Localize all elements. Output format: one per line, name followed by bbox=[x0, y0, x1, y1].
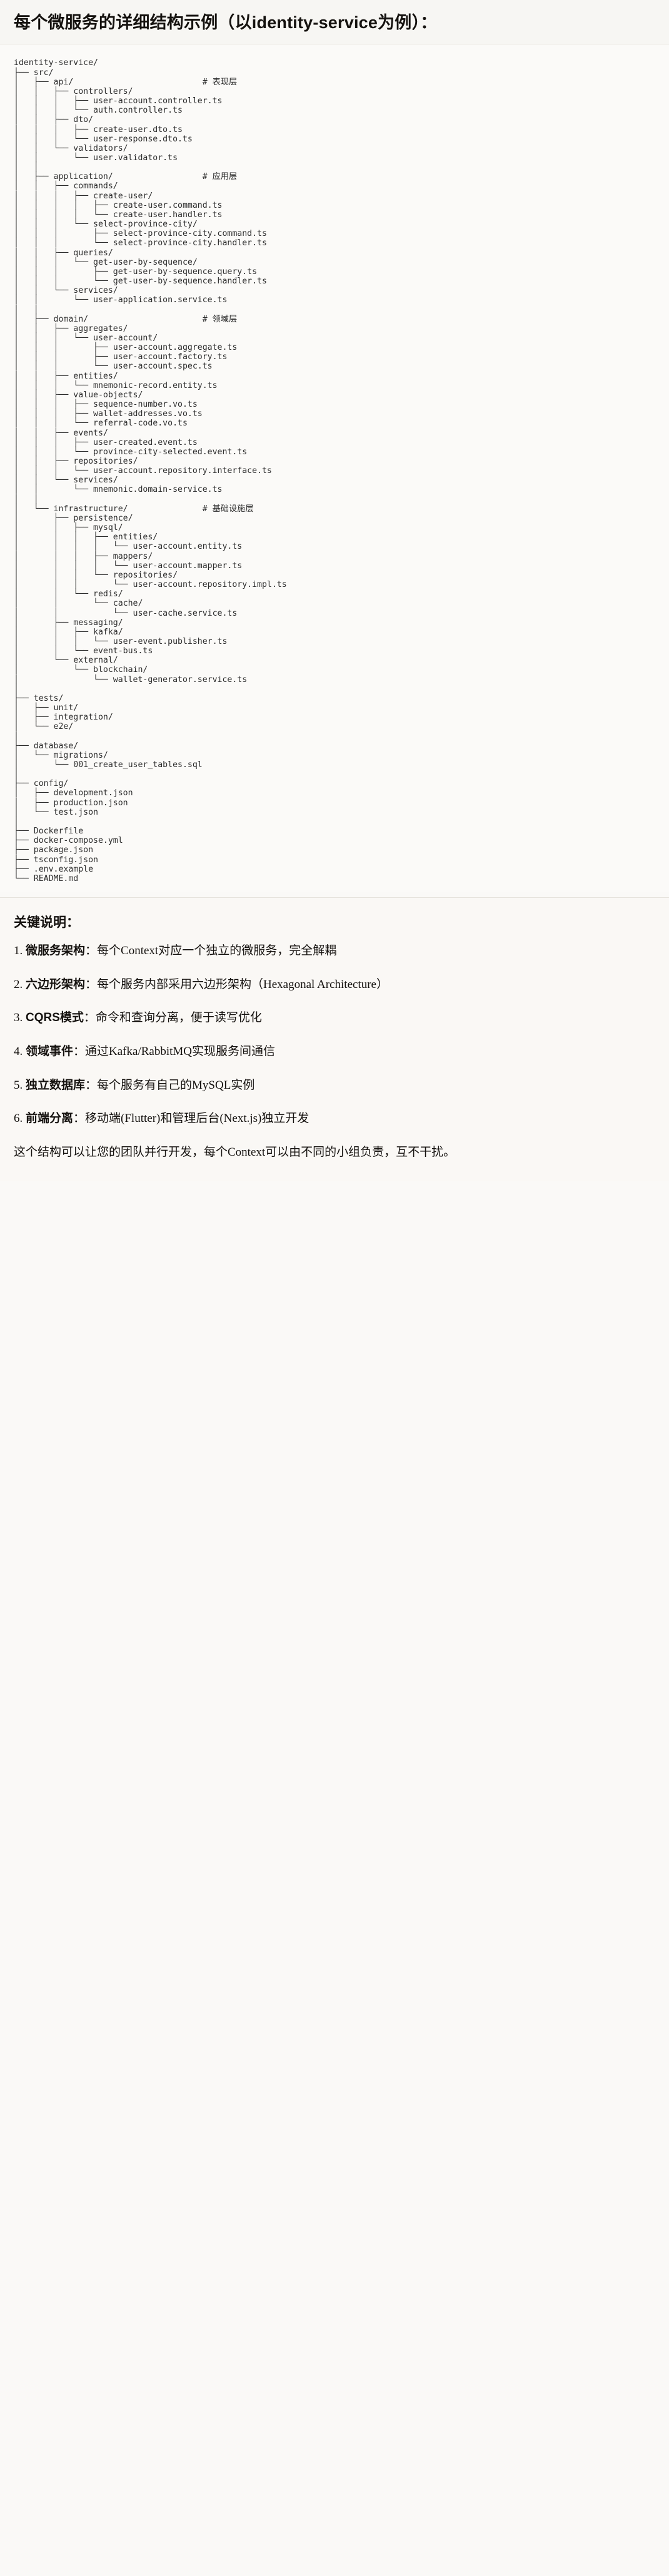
closing-paragraph: 这个结构可以让您的团队并行开发，每个Context可以由不同的小组负责，互不干扰… bbox=[14, 1145, 456, 1159]
key-points-title: 关键说明： bbox=[14, 915, 79, 930]
list-item-term: CQRS模式 bbox=[26, 1011, 84, 1025]
list-item-number: 1. bbox=[14, 944, 23, 958]
list-item: 6. 前端分离：移动端(Flutter)和管理后台(Next.js)独立开发 bbox=[14, 1110, 655, 1128]
key-points-list: 1. 微服务架构：每个Context对应一个独立的微服务，完全解耦 2. 六边形… bbox=[14, 942, 655, 1127]
list-item-number: 2. bbox=[14, 977, 23, 991]
list-item-number: 4. bbox=[14, 1044, 23, 1058]
list-item-separator: ： bbox=[85, 1078, 98, 1092]
list-item-number: 3. bbox=[14, 1011, 23, 1025]
list-item-description: 通过Kafka/RabbitMQ实现服务间通信 bbox=[85, 1044, 276, 1058]
page-title: 每个微服务的详细结构示例（以identity-service为例）： bbox=[0, 0, 669, 45]
directory-tree-block: identity-service/ ├── src/ │ ├── api/ # … bbox=[0, 44, 669, 893]
list-item-description: 每个服务内部采用六边形架构（Hexagonal Architecture） bbox=[97, 977, 388, 991]
list-item-separator: ： bbox=[73, 1112, 86, 1126]
directory-tree: identity-service/ ├── src/ │ ├── api/ # … bbox=[14, 58, 287, 883]
list-item-description: 命令和查询分离，便于读写优化 bbox=[95, 1011, 262, 1025]
list-item: 5. 独立数据库：每个服务有自己的MySQL实例 bbox=[14, 1077, 655, 1094]
list-item-term: 六边形架构 bbox=[26, 977, 86, 991]
document-page: 每个微服务的详细结构示例（以identity-service为例）： ident… bbox=[0, 0, 669, 1182]
section-divider bbox=[0, 897, 669, 899]
list-item-description: 每个服务有自己的MySQL实例 bbox=[97, 1078, 255, 1092]
list-item-description: 移动端(Flutter)和管理后台(Next.js)独立开发 bbox=[85, 1112, 309, 1126]
list-item-term: 独立数据库 bbox=[26, 1078, 86, 1092]
list-item-number: 6. bbox=[14, 1112, 23, 1126]
list-item-separator: ： bbox=[73, 1044, 86, 1058]
list-item: 3. CQRS模式：命令和查询分离，便于读写优化 bbox=[14, 1009, 655, 1027]
list-item-description: 每个Context对应一个独立的微服务，完全解耦 bbox=[97, 944, 337, 958]
list-item: 2. 六边形架构：每个服务内部采用六边形架构（Hexagonal Archite… bbox=[14, 976, 655, 994]
list-item-separator: ： bbox=[85, 944, 98, 958]
list-item-term: 领域事件 bbox=[26, 1044, 74, 1058]
list-item-separator: ： bbox=[85, 977, 98, 991]
list-item: 4. 领域事件：通过Kafka/RabbitMQ实现服务间通信 bbox=[14, 1043, 655, 1061]
list-item-term: 前端分离 bbox=[26, 1112, 74, 1126]
list-item: 1. 微服务架构：每个Context对应一个独立的微服务，完全解耦 bbox=[14, 942, 655, 960]
list-item-separator: ： bbox=[83, 1011, 96, 1025]
list-item-term: 微服务架构 bbox=[26, 944, 86, 958]
list-item-number: 5. bbox=[14, 1078, 23, 1092]
key-points-section: 关键说明： 1. 微服务架构：每个Context对应一个独立的微服务，完全解耦 … bbox=[0, 898, 669, 1182]
